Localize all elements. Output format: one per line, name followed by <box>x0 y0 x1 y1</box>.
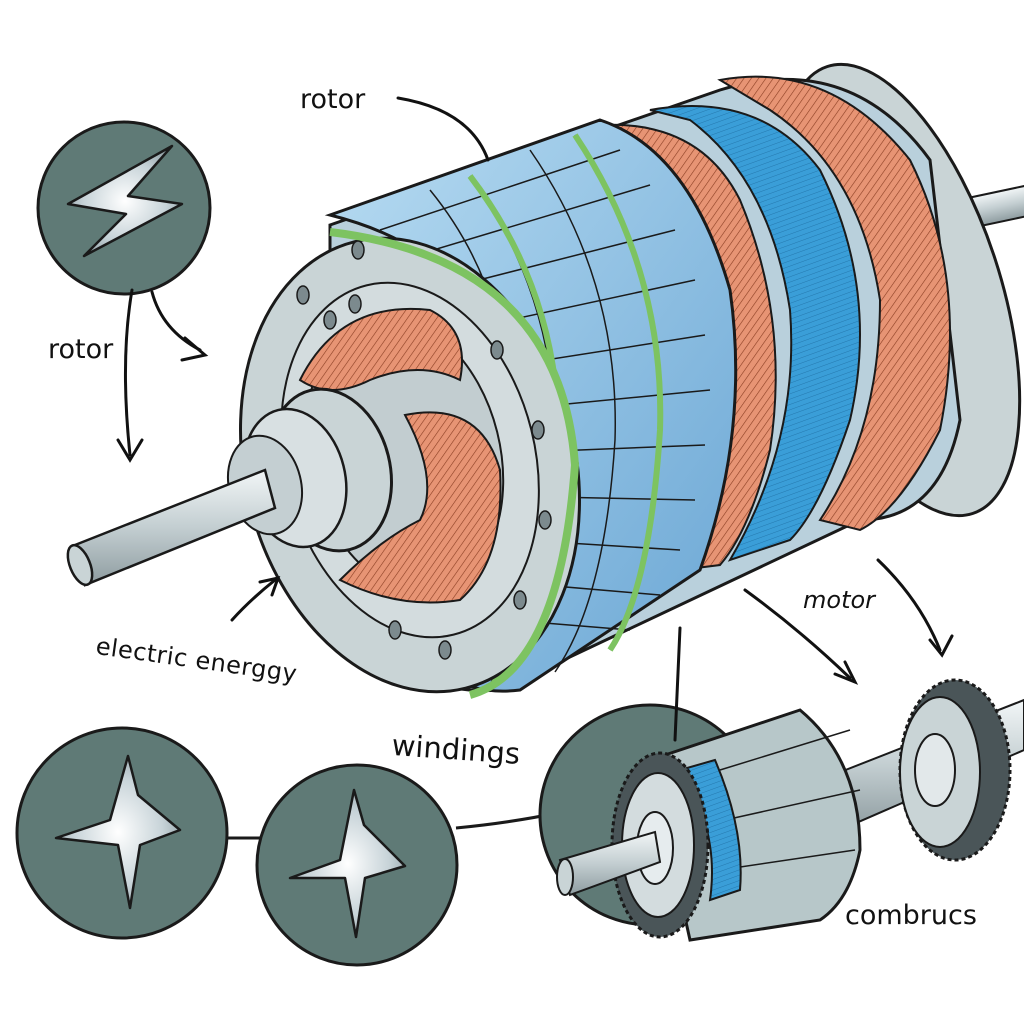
label-motor: motor <box>803 586 876 614</box>
label-combrucs: combrucs <box>845 900 977 931</box>
bolt-holes <box>296 240 552 660</box>
leader-windings <box>673 626 682 742</box>
green-band-2 <box>572 133 664 652</box>
star-circle-2 <box>255 763 459 967</box>
label-rotor-top: rotor <box>300 84 366 115</box>
four-point-star-icon <box>54 754 182 910</box>
rotor-assembly-detail <box>538 678 1024 942</box>
arrow-rotor-left-down <box>123 288 134 457</box>
front-plate-rim <box>329 228 580 699</box>
arrow-rotor-left-right <box>150 290 202 352</box>
arrow-motor-right <box>876 558 942 652</box>
leader-arrows <box>116 96 954 742</box>
label-rotor-left: rotor <box>48 334 114 365</box>
lightning-bolt-icon <box>66 144 184 258</box>
front-shaft <box>73 468 277 587</box>
lightning-circle <box>36 120 212 296</box>
blue-winding-band <box>649 105 861 562</box>
motor-assembly <box>66 62 1024 699</box>
front-shaft-tip <box>66 543 94 587</box>
arrow-electric-energy <box>230 578 277 622</box>
four-point-star-icon <box>288 788 407 939</box>
front-copper-coil-lower <box>338 411 502 604</box>
star-circle-1 <box>15 726 229 940</box>
front-copper-coil-upper <box>298 307 463 391</box>
rear-copper-winding <box>717 75 951 532</box>
arrow-rotor-top <box>396 96 490 162</box>
arrow-motor-left <box>743 588 852 680</box>
